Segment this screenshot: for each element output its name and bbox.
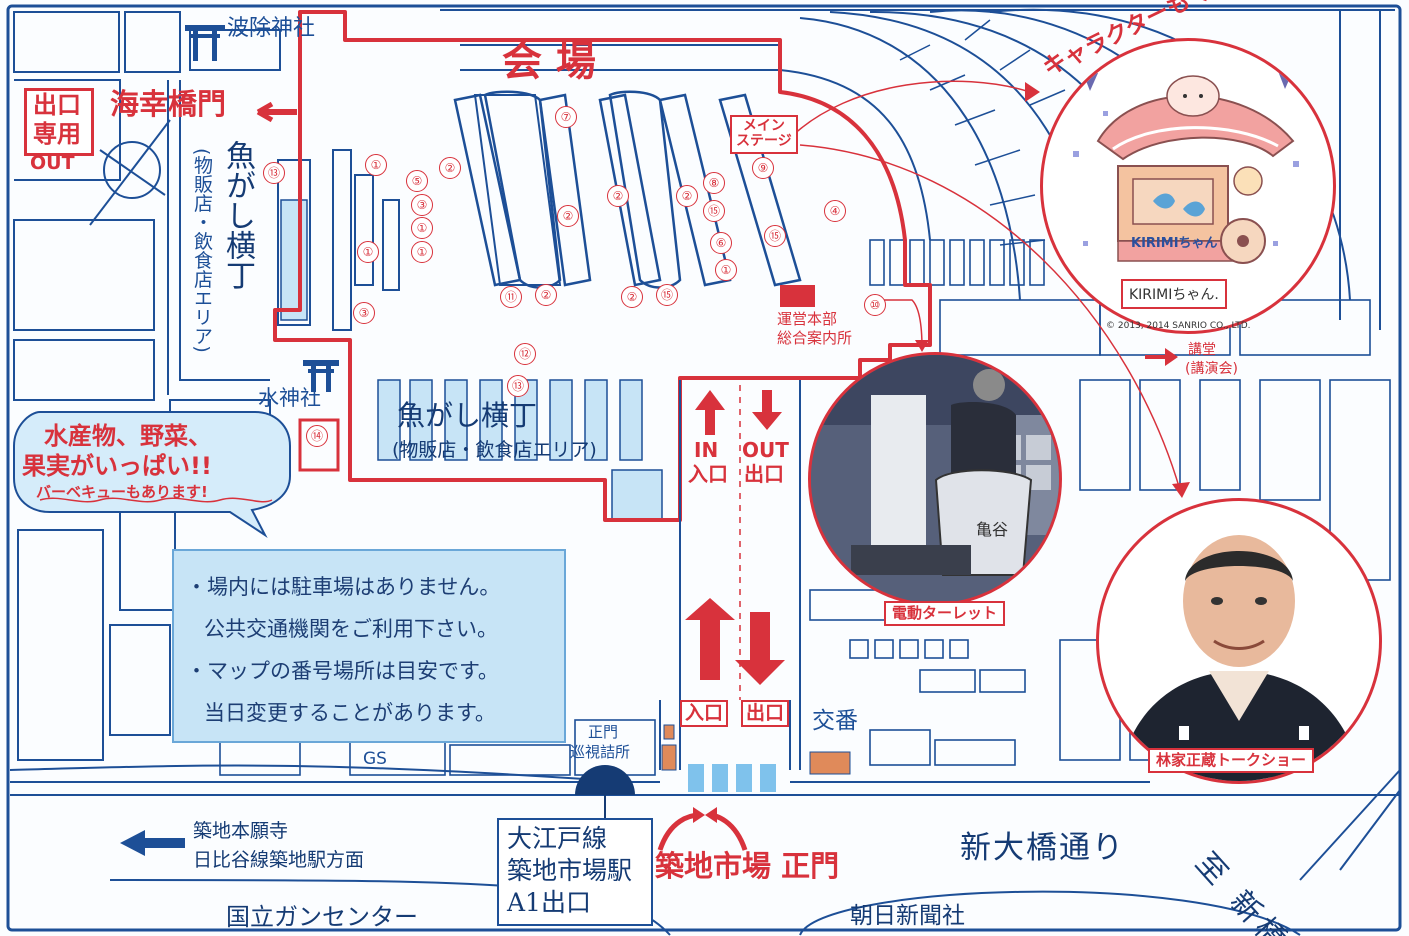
marker-3b: ③ [353, 302, 375, 324]
notice-box: ・場内には駐車場はありません。 公共交通機関をご利用下さい。 ・マップの番号場所… [172, 549, 566, 743]
gs-label: GS [363, 749, 387, 769]
marker-9: ⑨ [752, 157, 774, 179]
oedo-line3: A1出口 [507, 888, 591, 917]
hanayoke-shrine-label: 波除神社 [227, 16, 316, 41]
kirimi-feature-circle: KIRIMIちゃん KIRIMIちゃん. [1040, 38, 1336, 334]
marker-2b: ② [607, 185, 629, 207]
marker-1d: ① [357, 241, 379, 263]
marker-1c: ① [411, 241, 433, 263]
entrance-box: 入口 [680, 700, 729, 727]
exit-only-sign: 出口 専用 [24, 88, 94, 156]
oedo-line2: 築地市場駅 [507, 856, 633, 885]
marker-12: ⑫ [514, 343, 536, 365]
in-label-ja: 入口 [688, 462, 728, 486]
notice-line2: 公共交通機関をご利用下さい。 [204, 617, 498, 641]
marker-10: ⑩ [864, 294, 886, 316]
marker-4: ④ [824, 200, 846, 222]
venue-title: 会 場 [502, 38, 596, 85]
marker-6: ⑥ [710, 232, 732, 254]
turret-photo-circle: 亀谷 [808, 352, 1062, 606]
uogashi-center-label: 魚がし横丁 [397, 399, 538, 432]
notice-line1: ・場内には駐車場はありません。 [186, 575, 501, 599]
main-stage-label: メイン ステージ [730, 115, 798, 154]
marker-11: ⑪ [500, 286, 522, 308]
marker-13b: ⑬ [507, 375, 529, 397]
talkshow-portrait [1119, 535, 1361, 781]
callout-line1: 水産物、野菜、 [44, 422, 212, 450]
uogashi-center-subtitle: (物販店・飲食店エリア) [392, 439, 597, 461]
hongwanji-label: 築地本願寺 [193, 820, 289, 842]
svg-text:亀谷: 亀谷 [976, 520, 1008, 539]
uogashi-left-subtitle: (物販店・飲食店エリア) [191, 148, 213, 353]
marker-1b: ① [411, 217, 433, 239]
marker-15c: ⑮ [656, 284, 678, 306]
exit-only-line1: 出口 [33, 91, 81, 119]
in-label-en: IN [694, 438, 719, 462]
marker-5a: ⑤ [406, 170, 428, 192]
out-label-ja: 出口 [744, 462, 784, 486]
turret-caption: 電動ターレット [884, 601, 1006, 626]
marker-8: ⑧ [703, 172, 725, 194]
marker-1a: ① [365, 154, 387, 176]
hibiya-line-label: 日比谷線築地駅方面 [193, 849, 365, 871]
marker-7: ⑦ [555, 106, 577, 128]
kaikobashi-gate-label: 海幸橋門 [110, 87, 227, 121]
oedo-station-box: 大江戸線 築地市場駅 A1出口 [497, 818, 653, 926]
hq-label-line2: 総合案内所 [777, 329, 853, 347]
marker-2a: ② [439, 157, 461, 179]
exit-only-line2: 専用 [33, 120, 81, 148]
lecture-hall-line2: (講演会) [1185, 361, 1238, 377]
exit-box: 出口 [741, 700, 790, 727]
marker-13a: ⑬ [263, 162, 285, 184]
lecture-hall-line1: 講堂 [1188, 342, 1216, 358]
callout-line2: 果実がいっぱい!! [22, 452, 212, 480]
asahi-label: 朝日新聞社 [850, 903, 965, 929]
cancer-center-label: 国立ガンセンター [226, 903, 418, 931]
suijin-shrine-label: 水神社 [258, 386, 321, 410]
kirimi-copyright: © 2013, 2014 SANRIO CO., LTD. [1106, 321, 1251, 331]
hq-label-line1: 運営本部 [777, 310, 838, 328]
main-gate-label: 築地市場 正門 [655, 849, 840, 883]
marker-1e: ① [715, 259, 737, 281]
uogashi-left-label: 魚がし横丁 [220, 140, 255, 290]
kirimi-cart-logo: KIRIMIちゃん [1131, 236, 1218, 251]
marker-2e: ② [535, 284, 557, 306]
marker-2c: ② [557, 205, 579, 227]
marker-2d: ② [676, 185, 698, 207]
out-label-en: OUT [742, 438, 789, 462]
talkshow-photo-circle [1096, 498, 1382, 784]
marker-15b: ⑮ [764, 225, 786, 247]
oedo-line1: 大江戸線 [507, 824, 608, 853]
kirimi-name-tag: KIRIMIちゃん. [1121, 279, 1227, 309]
marker-15a: ⑮ [703, 200, 725, 222]
turret-photo: 亀谷 [811, 355, 1059, 603]
notice-line3: ・マップの番号場所は目安です。 [186, 659, 499, 683]
callout-line3: バーベキューもあります! [36, 483, 208, 501]
exit-only-out-label: OUT [30, 152, 75, 174]
gate-patrol-line1: 正門 [588, 723, 619, 741]
gate-patrol-line2: 巡視詰所 [570, 743, 631, 761]
marker-14: ⑭ [306, 425, 328, 447]
marker-2f: ② [621, 286, 643, 308]
talkshow-caption: 林家正蔵トークショー [1148, 748, 1315, 773]
notice-line4: 当日変更することがあります。 [204, 701, 496, 725]
kirimi-illustration [1063, 71, 1313, 264]
marker-3a: ③ [411, 194, 433, 216]
koban-label: 交番 [812, 708, 858, 734]
shin-ohashi-label: 新大橋通り [960, 830, 1125, 866]
